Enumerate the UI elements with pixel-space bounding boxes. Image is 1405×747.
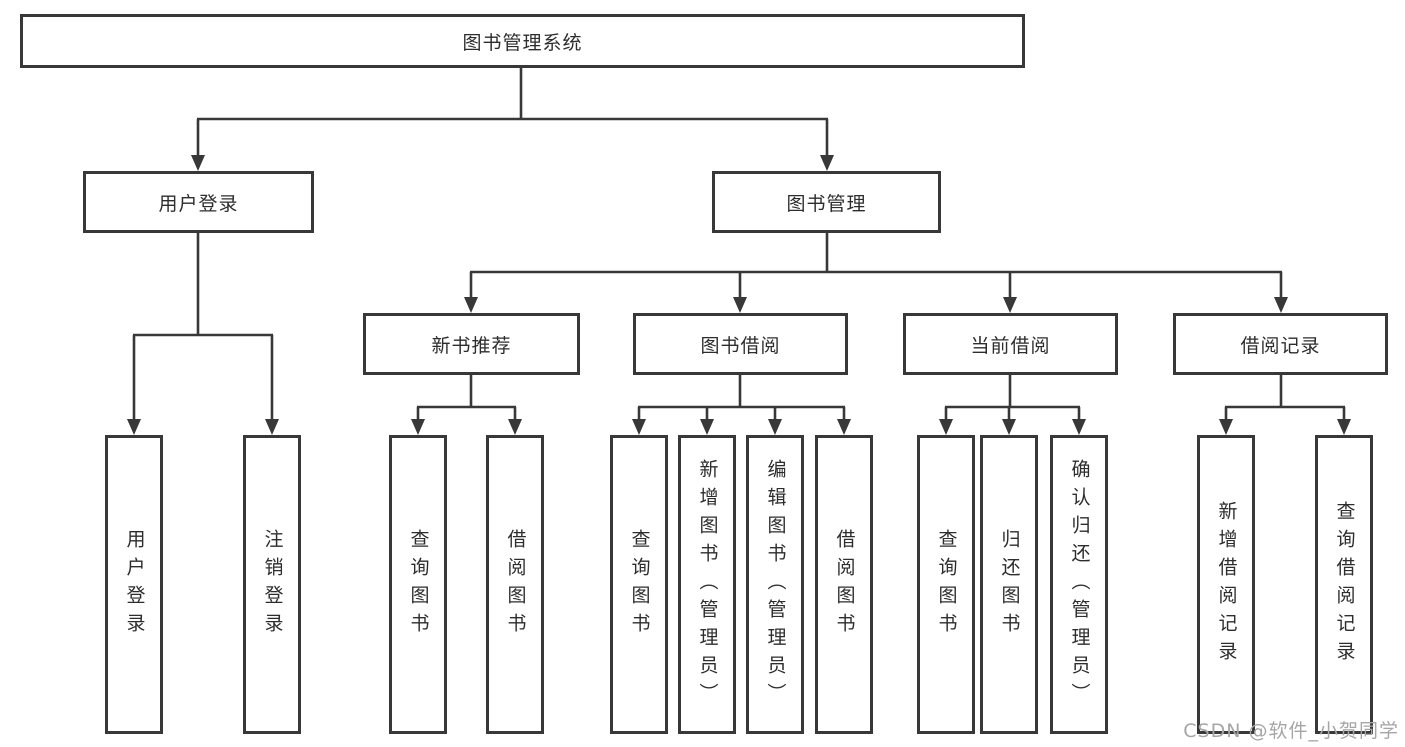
- leaf-borrow-books: 借阅图书: [815, 435, 873, 734]
- node-book-management: 图书管理: [712, 171, 941, 233]
- leaf-query-borrow-record: 查询借阅记录: [1315, 435, 1373, 734]
- leaf-label: 注销登录: [261, 528, 284, 641]
- leaf-label: 查询图书: [935, 528, 958, 641]
- connector-current-to-leaves: [939, 375, 1086, 435]
- node-borrow-records: 借阅记录: [1173, 313, 1388, 375]
- node-label: 用户登录: [158, 192, 239, 215]
- leaf-label: 查询借阅记录: [1333, 500, 1356, 669]
- node-label: 图书管理: [786, 192, 867, 215]
- leaf-add-books-admin: 新增图书（管理员）: [678, 435, 736, 734]
- leaf-add-borrow-record: 新增借阅记录: [1197, 435, 1255, 734]
- connector-newbooks-to-leaves: [411, 375, 522, 435]
- leaf-query-books-current: 查询图书: [917, 435, 975, 734]
- connector-records-to-leaves: [1219, 375, 1351, 435]
- node-book-borrow: 图书借阅: [633, 313, 848, 375]
- csdn-watermark: CSDN @软件_小贺同学: [1183, 720, 1399, 742]
- leaf-borrow-books-recommend: 借阅图书: [486, 435, 544, 734]
- leaf-label: 借阅图书: [833, 528, 856, 641]
- leaf-label: 归还图书: [998, 528, 1021, 641]
- leaf-label: 新增借阅记录: [1215, 500, 1238, 669]
- node-label: 当前借阅: [970, 334, 1051, 357]
- leaf-label: 用户登录: [123, 528, 146, 641]
- leaf-label: 查询图书: [628, 528, 651, 641]
- node-label: 图书借阅: [700, 334, 781, 357]
- node-current-borrow: 当前借阅: [903, 313, 1118, 375]
- leaf-query-books-recommend: 查询图书: [389, 435, 447, 734]
- leaf-label: 借阅图书: [504, 528, 527, 641]
- leaf-confirm-return-admin: 确认归还（管理员）: [1050, 435, 1108, 734]
- leaf-user-login: 用户登录: [105, 435, 163, 734]
- node-label: 借阅记录: [1240, 334, 1321, 357]
- connector-login-to-leaves: [127, 233, 279, 435]
- node-label: 图书管理系统: [462, 31, 583, 54]
- node-new-book-recommend: 新书推荐: [363, 313, 580, 375]
- connector-root-to-level2: [191, 68, 834, 171]
- leaf-label: 查询图书: [407, 528, 430, 641]
- node-label: 新书推荐: [431, 334, 512, 357]
- connector-borrow-to-leaves: [632, 375, 851, 435]
- leaf-edit-books-admin: 编辑图书（管理员）: [746, 435, 804, 734]
- leaf-logout: 注销登录: [243, 435, 301, 734]
- leaf-label: 编辑图书（管理员）: [764, 458, 787, 711]
- node-library-system: 图书管理系统: [20, 14, 1025, 68]
- leaf-return-books: 归还图书: [980, 435, 1038, 734]
- leaf-query-books-borrow: 查询图书: [610, 435, 668, 734]
- connector-mgmt-to-level3: [464, 233, 1288, 313]
- node-user-login: 用户登录: [83, 171, 314, 233]
- leaf-label: 新增图书（管理员）: [696, 458, 719, 711]
- leaf-label: 确认归还（管理员）: [1068, 458, 1091, 711]
